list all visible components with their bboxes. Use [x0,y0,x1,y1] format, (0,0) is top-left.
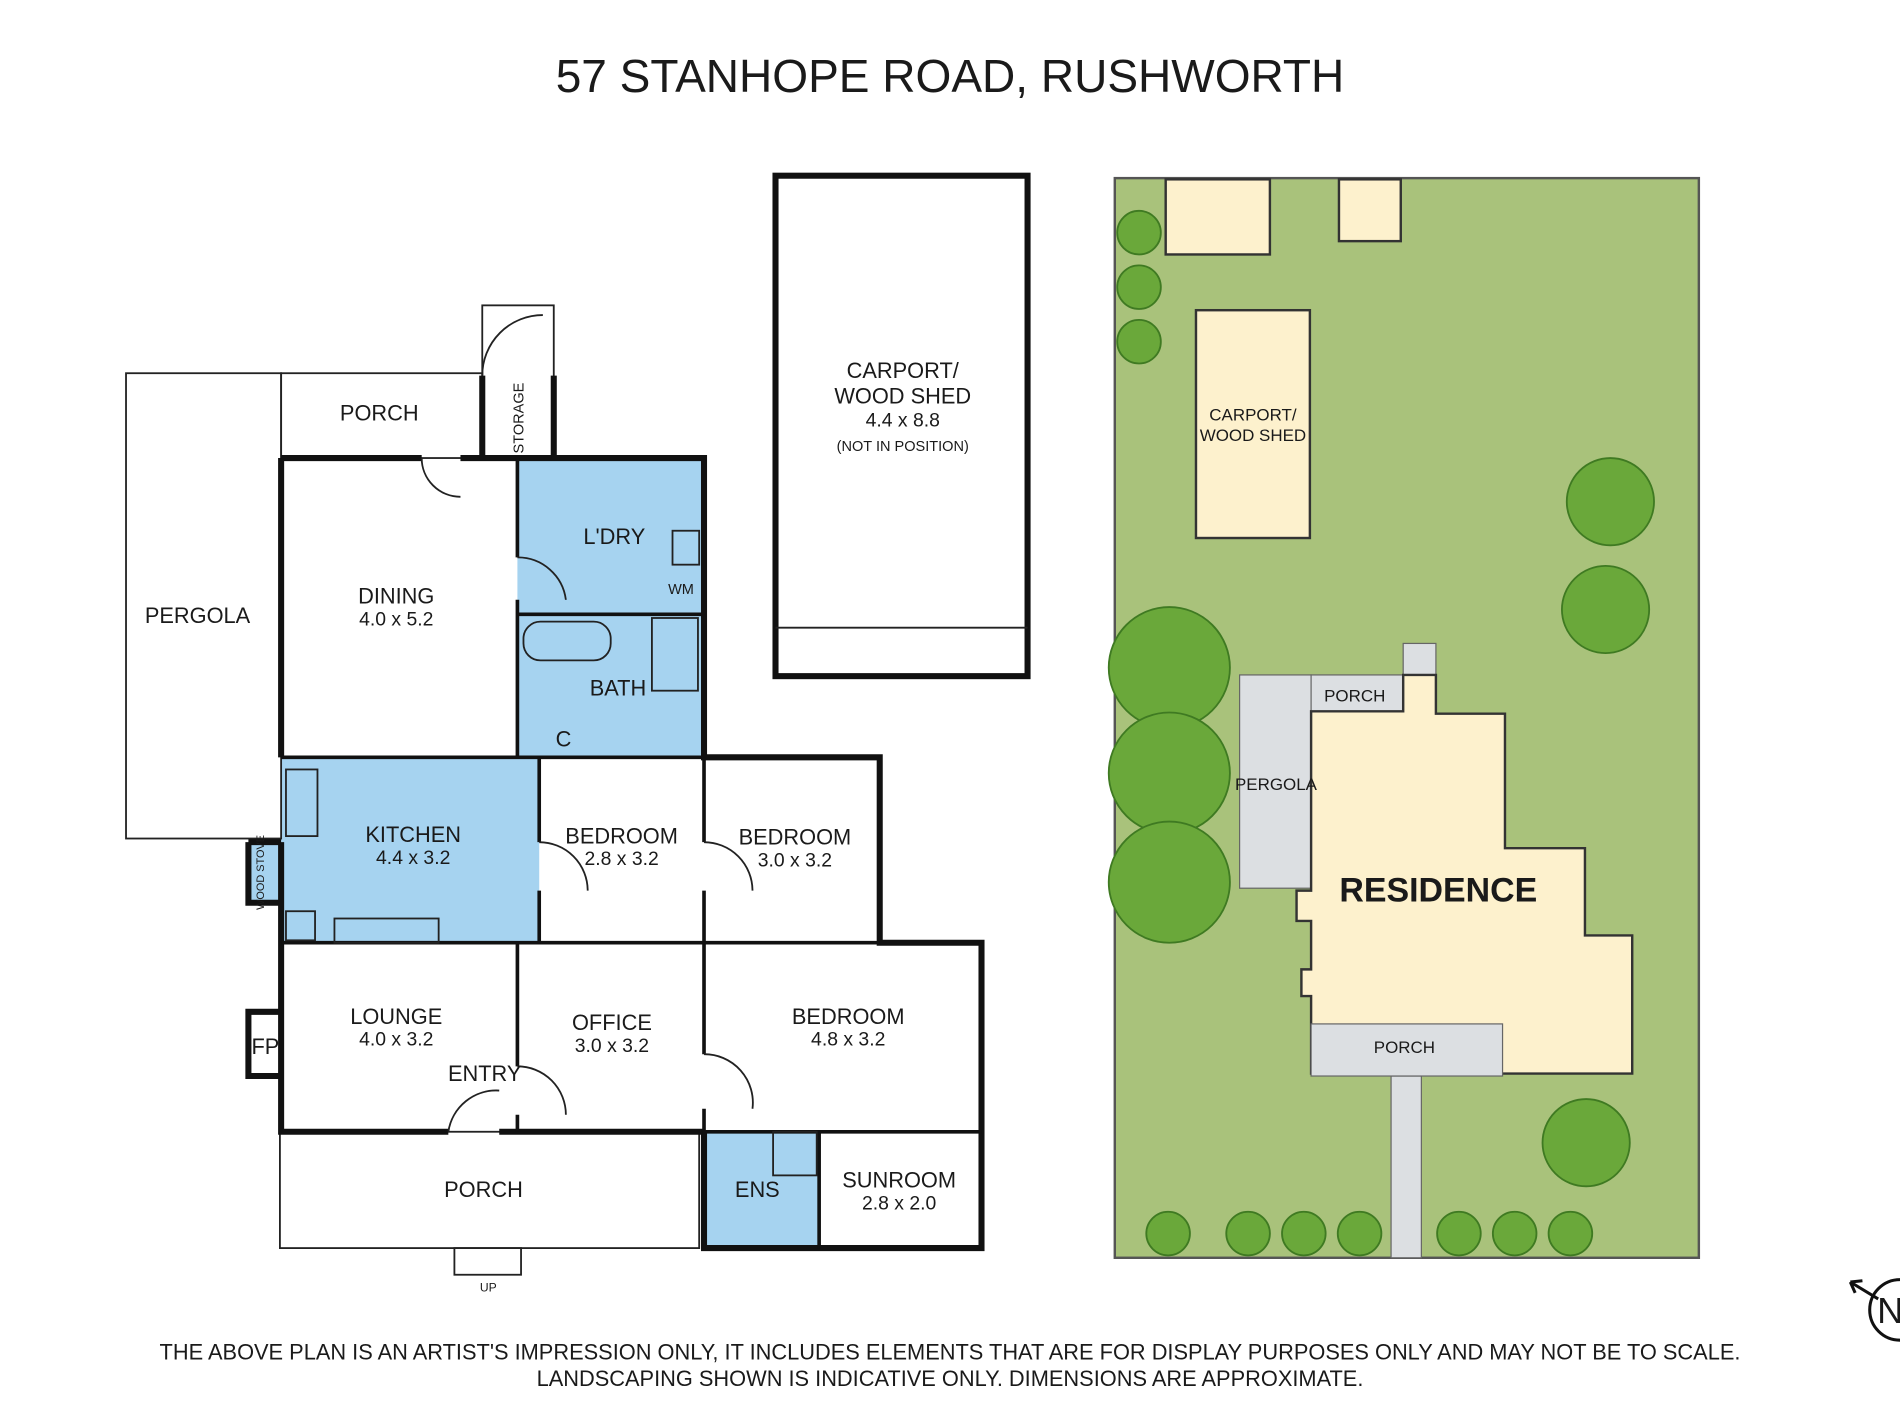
kitchen-sink-icon [285,768,319,838]
tree-icon [1561,564,1651,655]
trees [1107,209,1655,1257]
laundry-bath-area [517,458,705,758]
disclaimer-line-1: THE ABOVE PLAN IS AN ARTIST'S IMPRESSION… [160,1340,1741,1365]
north-arrow: N [1848,1278,1900,1342]
door-swings [420,314,754,1132]
carport-label-1: CARPORT/ [847,358,960,383]
north-arrow-icon [1848,1279,1879,1301]
carport-label-2: WOOD SHED [834,384,971,409]
label-entry: ENTRY [448,1061,522,1086]
tree-icon [1491,1210,1538,1257]
room-dims-bedroom-3: 3.0 x 3.2 [758,849,832,871]
room-dims-bedroom-2: 2.8 x 3.2 [584,848,658,870]
page-title: 57 STANHOPE ROAD, RUSHWORTH [556,50,1345,102]
room-label-office: OFFICE [572,1010,652,1035]
site-carport-label-1: CARPORT/ [1209,405,1297,424]
tree-icon [1116,264,1162,310]
room-dims-kitchen: 4.4 x 3.2 [376,847,450,869]
room-dims-dining: 4.0 x 5.2 [359,608,433,630]
site-pergola-label: PERGOLA [1235,775,1318,794]
room-label-lounge: LOUNGE [350,1004,442,1029]
site-porch-bottom [1310,1023,1504,1077]
tree-icon [1107,606,1231,730]
room-label-kitchen: KITCHEN [365,822,461,847]
room-label-bath: BATH [590,676,647,701]
label-up: UP [480,1281,497,1295]
bathtub-icon [522,620,612,662]
cooktop-icon [285,910,316,942]
disclaimer-line-2: LANDSCAPING SHOWN IS INDICATIVE ONLY. DI… [537,1366,1364,1391]
site-porch-bottom-label: PORCH [1374,1038,1435,1057]
interior-walls [281,458,982,1249]
label-wood-stove: WOOD STOVE [255,835,267,910]
room-label-sunroom: SUNROOM [842,1168,956,1193]
site-carport-label-2: WOOD SHED [1200,426,1306,445]
tree-icon [1107,820,1231,944]
front-steps-icon [453,1247,522,1276]
laundry-sink-icon [671,529,701,566]
tree-icon [1225,1210,1271,1257]
room-dims-main-bedroom: 4.8 x 3.2 [811,1029,885,1051]
label-washing-machine: WM [668,582,694,598]
kitchen-area [281,757,540,943]
shed-2 [1337,178,1402,243]
room-label-bedroom-2: BEDROOM [565,823,678,848]
site-porch-top [1310,674,1404,712]
tree-icon [1336,1210,1383,1257]
carport-plan: CARPORT/ WOOD SHED 4.4 x 8.8 (NOT IN POS… [772,172,1031,680]
site-plan: CARPORT/ WOOD SHED PORCH PERGOLA RESIDEN… [1107,176,1701,1259]
carport-note: (NOT IN POSITION) [837,439,969,455]
residence [1295,673,1634,1075]
floor-plan: PORCH STORAGE PERGOLA DINING 4.0 x 5.2 L… [125,304,985,1295]
room-dims-office: 3.0 x 3.2 [575,1035,649,1057]
ensuite-shower-icon [772,1130,818,1177]
carport-outline [772,172,1031,680]
north-circle [1868,1278,1900,1342]
room-label-porch: PORCH [340,400,419,425]
kitchen-bench-icon [333,917,440,944]
label-cupboard: C [556,726,572,751]
label-fireplace: FP [251,1034,279,1059]
tree-icon [1116,318,1162,365]
shower-icon [651,617,699,692]
carport-dims: 4.4 x 8.8 [866,410,940,432]
tree-icon [1436,1210,1482,1257]
room-dims-sunroom: 2.8 x 2.0 [862,1192,937,1214]
site-storage [1402,642,1437,676]
tree-icon [1145,1210,1191,1257]
room-label-front-porch: PORCH [444,1177,523,1202]
residence-label: RESIDENCE [1339,872,1537,910]
room-label-laundry: L'DRY [583,524,645,549]
north-label: N [1877,1290,1900,1331]
shed-1 [1164,178,1272,256]
room-label-bedroom-3: BEDROOM [739,825,852,850]
site-porch-top-label: PORCH [1324,687,1385,706]
tree-icon [1281,1210,1327,1257]
room-label-storage: STORAGE [511,382,527,453]
room-label-ensuite: ENS [735,1177,780,1202]
driveway-path [1390,1075,1422,1259]
room-label-pergola: PERGOLA [145,603,251,628]
tree-icon [1541,1098,1631,1188]
site-carport [1194,308,1312,540]
ensuite-area [704,1131,820,1249]
tree-icon [1107,711,1231,835]
tree-icon [1547,1210,1594,1257]
wood-stove-area [248,842,282,903]
room-label-main-bedroom: BEDROOM [792,1004,905,1029]
room-dims-lounge: 4.0 x 3.2 [359,1029,433,1051]
room-label-dining: DINING [358,583,434,608]
tree-icon [1116,209,1162,256]
tree-icon [1565,457,1655,547]
